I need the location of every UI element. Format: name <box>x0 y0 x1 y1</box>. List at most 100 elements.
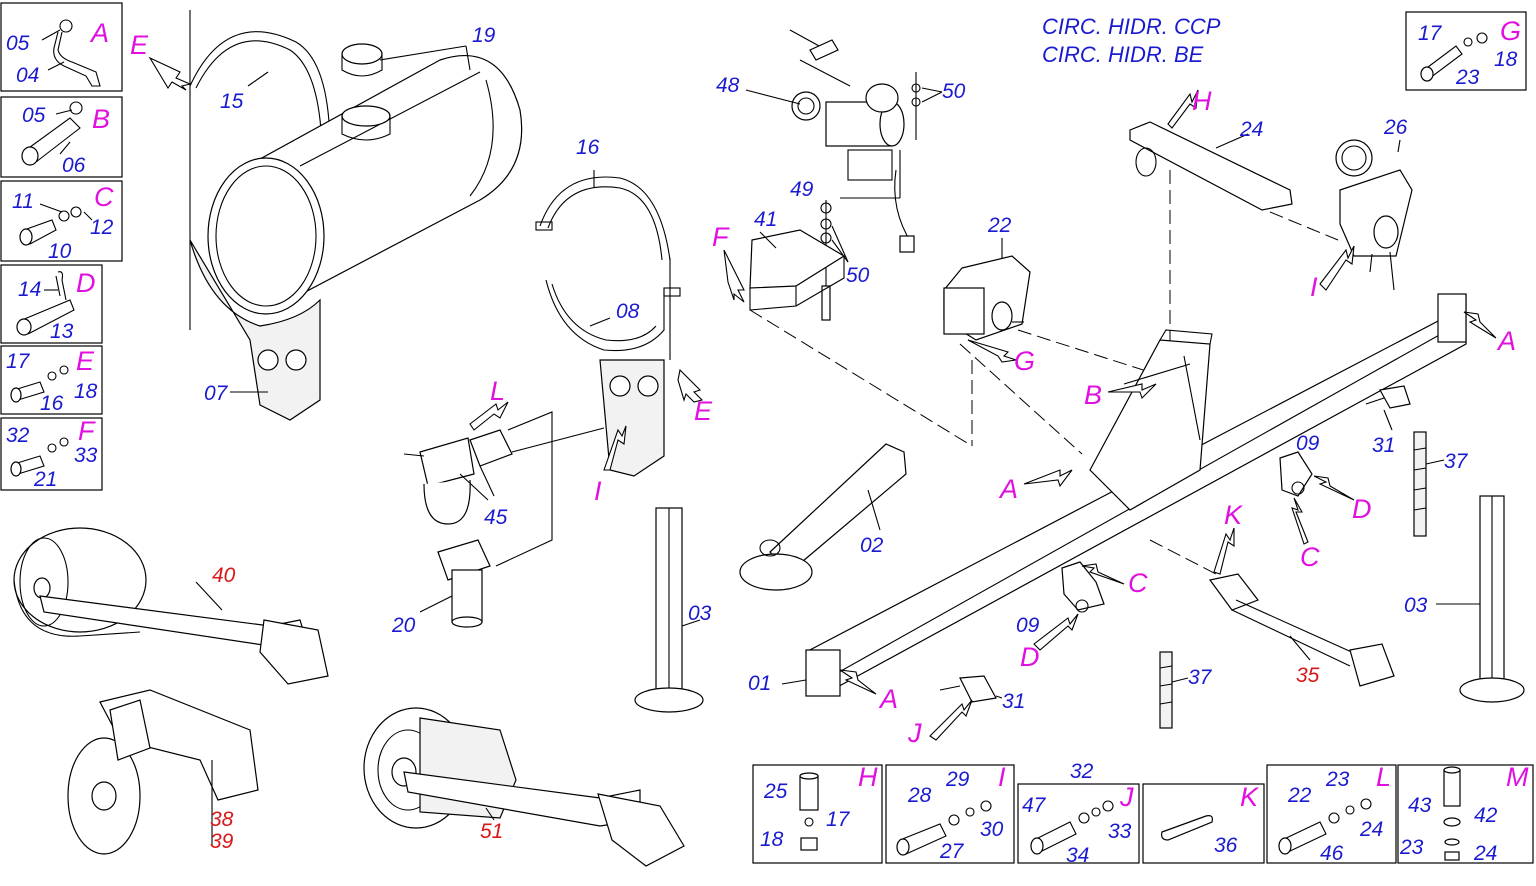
part-22: 22 <box>1287 784 1312 807</box>
detail-letter-b: B <box>92 104 110 134</box>
marker-e-strap: E <box>694 396 713 426</box>
part-43: 43 <box>1408 794 1432 817</box>
detail-box-e: 17 18 16 E <box>0 345 103 415</box>
callout-15: 15 <box>220 90 244 113</box>
detail-letter-m: M <box>1506 762 1529 792</box>
wheel-51: 51 <box>363 707 685 867</box>
part-21: 21 <box>33 468 57 491</box>
detail-letter-f: F <box>78 416 96 446</box>
marker-b-mast: B <box>1084 380 1102 410</box>
detail-box-m: 43 42 23 24 M <box>1397 762 1534 865</box>
clip-31-lower: 31 J <box>907 675 1025 748</box>
bracket-09-right: 09 D C <box>1279 432 1372 572</box>
circuit-title-ccp: CIRC. HIDR. CCP <box>1042 14 1221 39</box>
bar-24: 24 H <box>1129 86 1339 342</box>
part-24: 24 <box>1473 842 1497 865</box>
marker-a-mast: A <box>998 474 1018 504</box>
shaft-35: K 35 <box>1149 500 1395 687</box>
marker-l-filter: L <box>490 376 505 406</box>
part-24: 24 <box>1359 818 1383 841</box>
detail-letter-k: K <box>1240 782 1259 812</box>
main-frame: 01 A B A A <box>748 293 1516 714</box>
marker-f-plate: F <box>712 222 730 252</box>
part-30: 30 <box>980 818 1004 841</box>
detail-box-j: 32 47 33 34 J <box>1017 760 1140 867</box>
detail-letter-h: H <box>858 762 878 792</box>
callout-39: 39 <box>210 830 234 853</box>
callout-31b: 31 <box>1002 690 1025 713</box>
marker-g-valve: G <box>1014 346 1035 376</box>
part-18: 18 <box>1494 48 1518 71</box>
callout-20: 20 <box>391 614 416 637</box>
part-42: 42 <box>1474 804 1498 827</box>
callout-40: 40 <box>212 564 236 587</box>
part-17: 17 <box>6 350 31 373</box>
disc-38-39: 38 39 <box>67 689 259 855</box>
tank-assembly: E 15 19 07 <box>130 10 523 421</box>
detail-box-g: 17 18 23 G <box>1405 11 1527 91</box>
part-28: 28 <box>907 784 932 807</box>
marker-d-bracket-mid: D <box>1020 642 1040 672</box>
part-33: 33 <box>1108 820 1132 843</box>
callout-35: 35 <box>1296 664 1320 687</box>
marker-i-strap: I <box>594 476 602 506</box>
part-33: 33 <box>74 444 98 467</box>
part-36: 36 <box>1214 834 1238 857</box>
callout-09a: 09 <box>1296 432 1320 455</box>
part-29: 29 <box>945 768 970 791</box>
callout-37b: 37 <box>1188 666 1213 689</box>
part-18: 18 <box>74 380 98 403</box>
detail-box-h: 25 17 18 H <box>752 762 883 864</box>
callout-26: 26 <box>1383 116 1408 139</box>
part-16: 16 <box>40 392 64 415</box>
callout-38: 38 <box>210 808 234 831</box>
part-12: 12 <box>90 216 114 239</box>
clip-31-right: 31 <box>1365 385 1411 457</box>
part-23: 23 <box>1399 836 1424 859</box>
part-23: 23 <box>1455 66 1480 89</box>
part-32: 32 <box>6 424 30 447</box>
detail-letter-i: I <box>998 762 1006 792</box>
part-27: 27 <box>939 840 965 863</box>
callout-22: 22 <box>987 214 1012 237</box>
marker-a-frame-right: A <box>1496 326 1516 356</box>
detail-letter-c: C <box>94 182 114 212</box>
leg-03-left: 03 <box>634 507 712 713</box>
detail-letter-a: A <box>89 18 109 48</box>
detail-box-l: 22 23 24 46 L <box>1266 762 1397 865</box>
part-11: 11 <box>12 190 34 213</box>
callout-24: 24 <box>1239 118 1263 141</box>
bracket-09-mid: C 09 D <box>1016 561 1148 672</box>
part-04: 04 <box>16 64 39 87</box>
part-46: 46 <box>1320 842 1344 865</box>
callout-01: 01 <box>748 672 771 695</box>
callout-08: 08 <box>616 300 640 323</box>
part-47: 47 <box>1022 794 1047 817</box>
part-13: 13 <box>50 320 74 343</box>
callout-07: 07 <box>204 382 229 405</box>
callout-49: 49 <box>790 178 814 201</box>
marker-d-bracket-right: D <box>1352 494 1372 524</box>
callout-48: 48 <box>716 74 740 97</box>
detail-letter-l: L <box>1376 762 1391 792</box>
marker-e-tank: E <box>130 30 149 60</box>
strap-assembly: 16 08 E I <box>535 136 713 506</box>
leg-02: 02 <box>739 443 907 591</box>
filter-assembly: L 45 20 <box>391 376 605 637</box>
callout-02: 02 <box>860 534 884 557</box>
leg-03-right: 03 <box>1404 495 1525 703</box>
detail-box-a: 05 04 A <box>0 2 123 92</box>
callout-50a: 50 <box>942 80 966 103</box>
detail-box-c: 11 12 10 C <box>0 180 123 263</box>
callout-16: 16 <box>576 136 600 159</box>
callout-19: 19 <box>472 24 496 47</box>
detail-box-i: 28 29 30 27 I <box>885 762 1015 864</box>
pump-assembly: 48 50 49 50 <box>716 29 966 321</box>
gauge-26: 26 I <box>1310 116 1413 302</box>
marker-j-clip: J <box>907 718 922 748</box>
detail-letter-d: D <box>76 268 96 298</box>
marker-k-shaft: K <box>1224 500 1243 530</box>
part-14: 14 <box>18 278 41 301</box>
callout-03-right: 03 <box>1404 594 1428 617</box>
